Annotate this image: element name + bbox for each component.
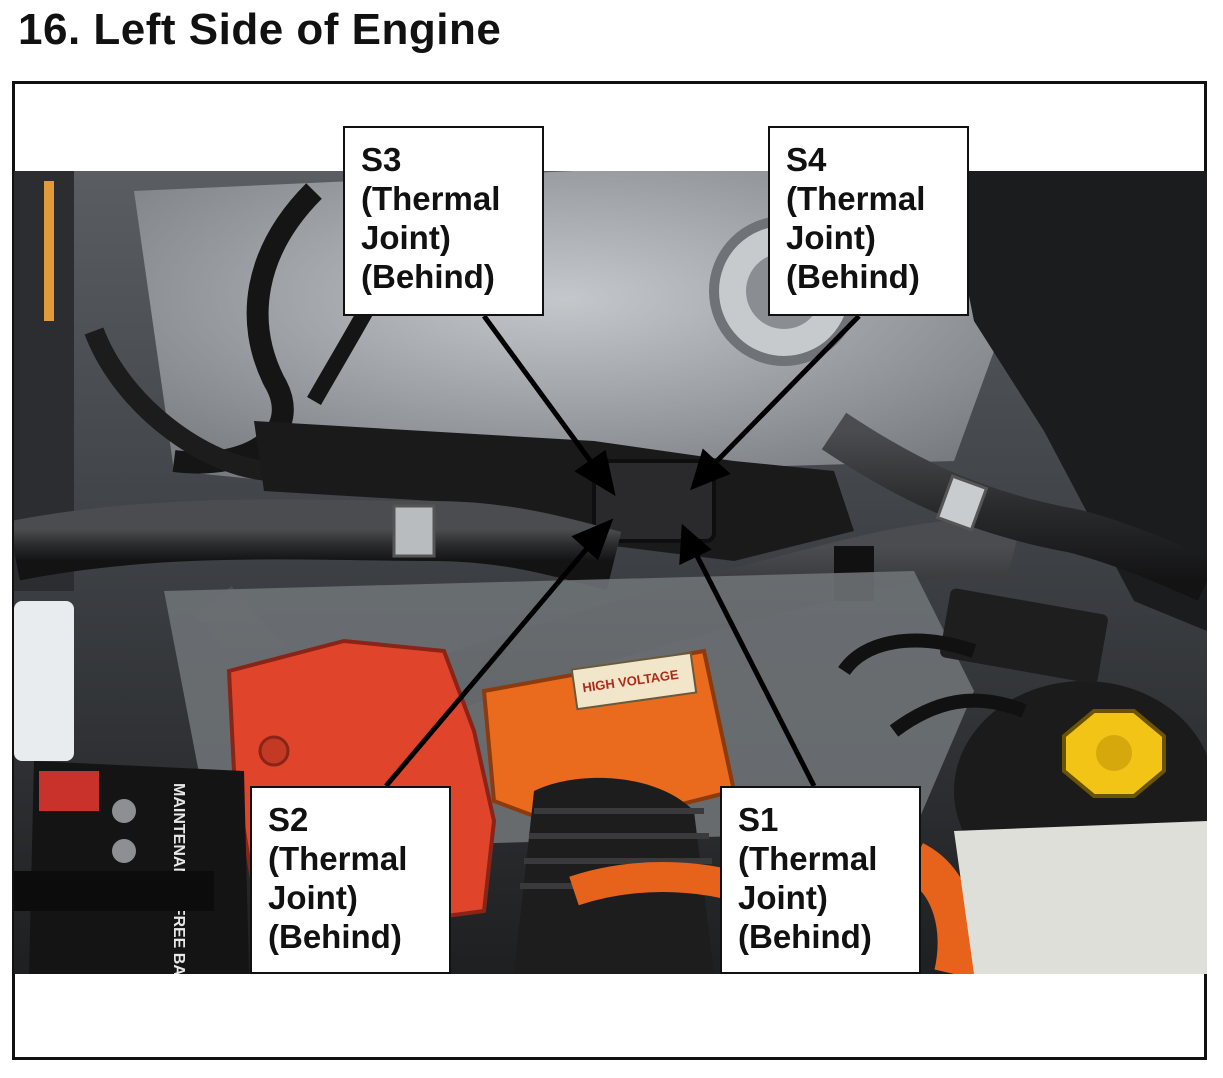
coolant-reservoir (14, 601, 74, 761)
callout-s2: S2 (Thermal Joint) (Behind) (250, 786, 451, 974)
callout-s4: S4 (Thermal Joint) (Behind) (768, 126, 969, 316)
callout-s3-line1: (Thermal (361, 180, 501, 217)
callout-s1-id: S1 (738, 801, 779, 838)
arrow-s1 (693, 552, 817, 788)
callout-s1-line1: (Thermal (738, 840, 878, 877)
callout-s4-line3: (Behind) (786, 258, 920, 295)
callout-s1: S1 (Thermal Joint) (Behind) (720, 786, 921, 974)
callout-s2-line3: (Behind) (268, 918, 402, 955)
page-title: 16. Left Side of Engine (18, 5, 502, 54)
battery (29, 761, 249, 974)
arrow-s3 (481, 314, 597, 468)
callout-s4-line2: Joint) (786, 219, 876, 256)
arrow-s2 (384, 544, 591, 788)
hose-left (14, 499, 622, 591)
callout-s4-id: S4 (786, 141, 827, 178)
callout-s3-id: S3 (361, 141, 402, 178)
callout-s1-line3: (Behind) (738, 918, 872, 955)
arrows (384, 314, 861, 788)
callout-s4-line1: (Thermal (786, 180, 926, 217)
callout-s3-line2: Joint) (361, 219, 451, 256)
callout-s1-line2: Joint) (738, 879, 828, 916)
hose-right (821, 412, 1207, 601)
arrow-s4 (712, 314, 861, 466)
hood-panel (944, 171, 1207, 631)
engine-photo: HIGH VOLTAGE MAINTENANCE FREE BA (14, 171, 1207, 974)
callout-s2-line1: (Thermal (268, 840, 408, 877)
callout-s3: S3 (Thermal Joint) (Behind) (343, 126, 544, 316)
callout-s2-line2: Joint) (268, 879, 358, 916)
callout-s3-line3: (Behind) (361, 258, 495, 295)
callout-s2-id: S2 (268, 801, 309, 838)
